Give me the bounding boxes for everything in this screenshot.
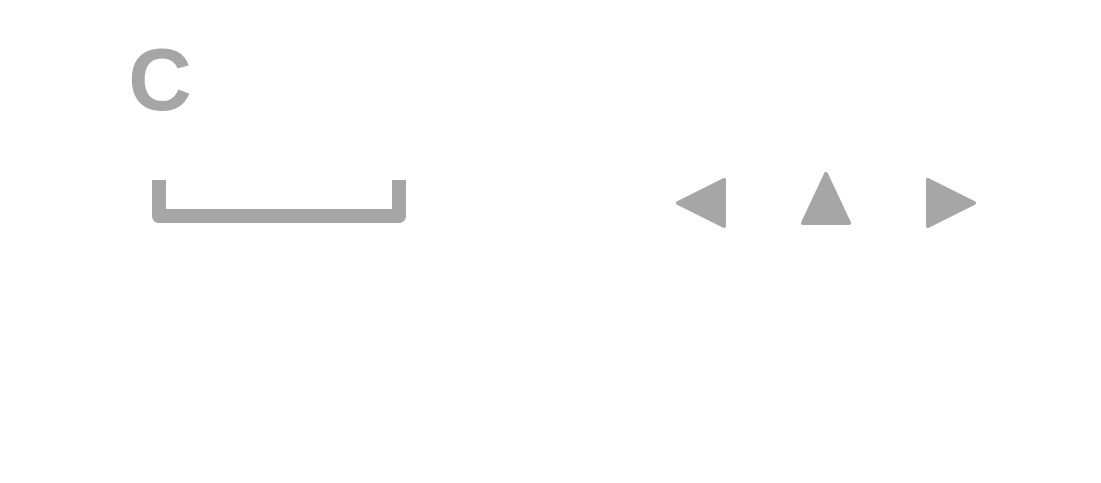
key-c-button[interactable]: C [120, 30, 200, 129]
key-c-label: C [128, 30, 192, 129]
space-bar-icon [152, 180, 406, 223]
arrow-left-icon [676, 178, 726, 228]
right-arrow-button[interactable] [918, 172, 984, 234]
up-arrow-button[interactable] [794, 166, 858, 230]
left-arrow-button[interactable] [668, 172, 734, 234]
arrow-up-icon [801, 172, 851, 225]
arrow-right-icon [926, 178, 976, 228]
space-key-button[interactable] [146, 172, 414, 230]
